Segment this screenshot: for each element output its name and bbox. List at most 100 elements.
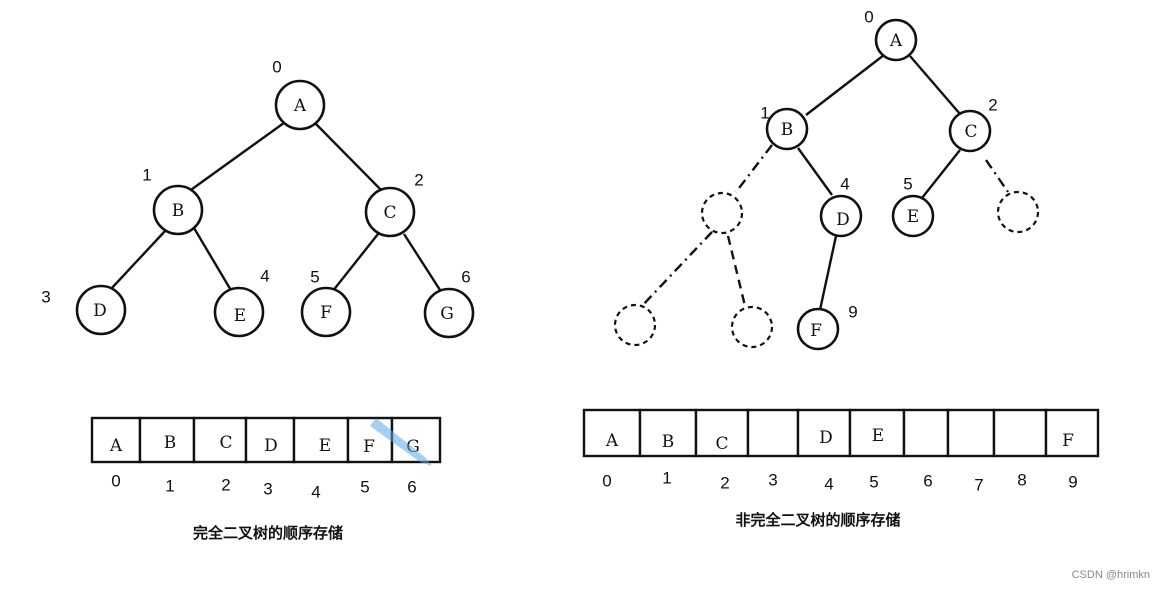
node-label: E xyxy=(907,207,919,227)
node-label: D xyxy=(836,210,850,230)
cell-value: E xyxy=(319,436,331,456)
tree-node-g: G 6 xyxy=(423,268,475,339)
tree-node-f: F 9 xyxy=(796,303,858,351)
complete-tree: A 0 B 1 C 2 D 3 E 4 F 5 G xyxy=(41,58,475,339)
cell-value: C xyxy=(715,434,728,454)
tree-node-d: D 4 xyxy=(819,175,863,238)
array-cell xyxy=(694,408,750,458)
node-label: B xyxy=(172,201,185,221)
tree-node-c: C 2 xyxy=(948,96,998,153)
tree-node-c: C 2 xyxy=(364,171,424,238)
node-label: F xyxy=(810,321,822,341)
edge-a-b xyxy=(805,54,885,116)
node-label: B xyxy=(781,120,794,140)
node-index: 0 xyxy=(864,8,873,27)
node-index: 4 xyxy=(840,175,849,194)
highlight-mark xyxy=(370,418,432,466)
edge-ghost-ghost-right xyxy=(726,235,748,311)
edge-b-d xyxy=(797,147,833,196)
node-label: C xyxy=(383,203,396,223)
caption-incomplete: 非完全二叉树的顺序存储 xyxy=(735,511,900,529)
tree-node-f: F 5 xyxy=(300,268,352,338)
cell-value: D xyxy=(819,428,833,448)
array-index: 3 xyxy=(263,480,272,499)
node-label: E xyxy=(234,306,246,326)
tree-node-e: E 4 xyxy=(213,267,270,338)
tree-node-b: B 1 xyxy=(760,104,809,151)
node-label: A xyxy=(293,96,307,116)
edge-c-e xyxy=(921,149,961,199)
caption-complete: 完全二叉树的顺序存储 xyxy=(193,524,343,542)
array-cell xyxy=(292,416,350,464)
tree-node-a: A 0 xyxy=(272,58,326,131)
edge-a-c xyxy=(909,55,961,115)
tree-node-b: B 1 xyxy=(142,166,204,236)
array-cell xyxy=(582,408,642,458)
node-index: 5 xyxy=(903,175,912,194)
array-cell xyxy=(638,408,698,458)
array-index: 6 xyxy=(923,472,932,491)
array-cell xyxy=(992,408,1048,458)
watermark: CSDN @hrimkn xyxy=(1072,569,1150,581)
array-cell xyxy=(746,408,800,458)
empty-node xyxy=(730,305,774,349)
edge-c-f xyxy=(331,233,379,293)
array-index: 0 xyxy=(111,472,120,491)
edge-b-ghost xyxy=(735,144,773,193)
array-cell xyxy=(902,408,950,458)
array-index: 5 xyxy=(869,473,878,492)
array-index: 9 xyxy=(1068,473,1077,492)
node-label: C xyxy=(964,122,977,142)
array-cell xyxy=(946,408,996,458)
array-index: 4 xyxy=(311,483,320,502)
incomplete-array: A B C D E F 0 1 2 3 4 5 6 7 8 9 xyxy=(582,408,1100,495)
array-index: 1 xyxy=(662,469,671,488)
array-index: 7 xyxy=(974,476,983,495)
array-index: 3 xyxy=(768,471,777,490)
node-label: G xyxy=(440,304,454,324)
node-index: 6 xyxy=(461,268,470,287)
edge-ghost-ghost-left xyxy=(639,231,713,309)
edge-c-ghost xyxy=(985,159,1009,193)
node-index: 5 xyxy=(310,268,319,287)
array-index: 6 xyxy=(407,478,416,497)
cell-value: B xyxy=(662,432,675,452)
edge-b-d xyxy=(109,229,167,291)
node-label: F xyxy=(320,303,332,323)
cell-value: F xyxy=(1062,431,1074,451)
edge-c-g xyxy=(402,233,442,291)
array-index: 1 xyxy=(165,477,174,496)
node-index: 1 xyxy=(760,104,769,123)
array-index: 2 xyxy=(720,474,729,493)
cell-value: C xyxy=(219,433,232,453)
cell-value: B xyxy=(164,433,177,453)
empty-node xyxy=(700,191,744,235)
node-index: 4 xyxy=(260,267,269,286)
cell-value: E xyxy=(872,426,884,446)
edge-a-c xyxy=(313,121,385,194)
incomplete-tree: A 0 B 1 C 2 D 4 E 5 F 9 xyxy=(613,8,1040,351)
edge-d-f xyxy=(818,235,838,311)
edge-b-e xyxy=(192,227,234,293)
node-index: 3 xyxy=(41,288,50,307)
node-index: 0 xyxy=(272,58,281,77)
array-cell xyxy=(1044,408,1100,458)
tree-node-a: A 0 xyxy=(864,8,918,62)
array-index: 5 xyxy=(360,478,369,497)
node-index: 2 xyxy=(414,171,423,190)
cell-value: A xyxy=(109,436,123,456)
node-label: D xyxy=(93,301,107,321)
cell-value: F xyxy=(363,437,375,457)
edge-a-b xyxy=(187,119,289,193)
tree-node-e: E 5 xyxy=(891,175,935,238)
array-index: 2 xyxy=(221,476,230,495)
cell-value: A xyxy=(605,431,619,451)
empty-node xyxy=(613,303,657,347)
array-index: 8 xyxy=(1017,471,1026,490)
complete-array: A B C D E F G 0 1 2 3 4 5 6 xyxy=(90,416,442,502)
array-index: 4 xyxy=(824,475,833,494)
cell-value: D xyxy=(264,436,278,456)
empty-node xyxy=(996,190,1040,234)
